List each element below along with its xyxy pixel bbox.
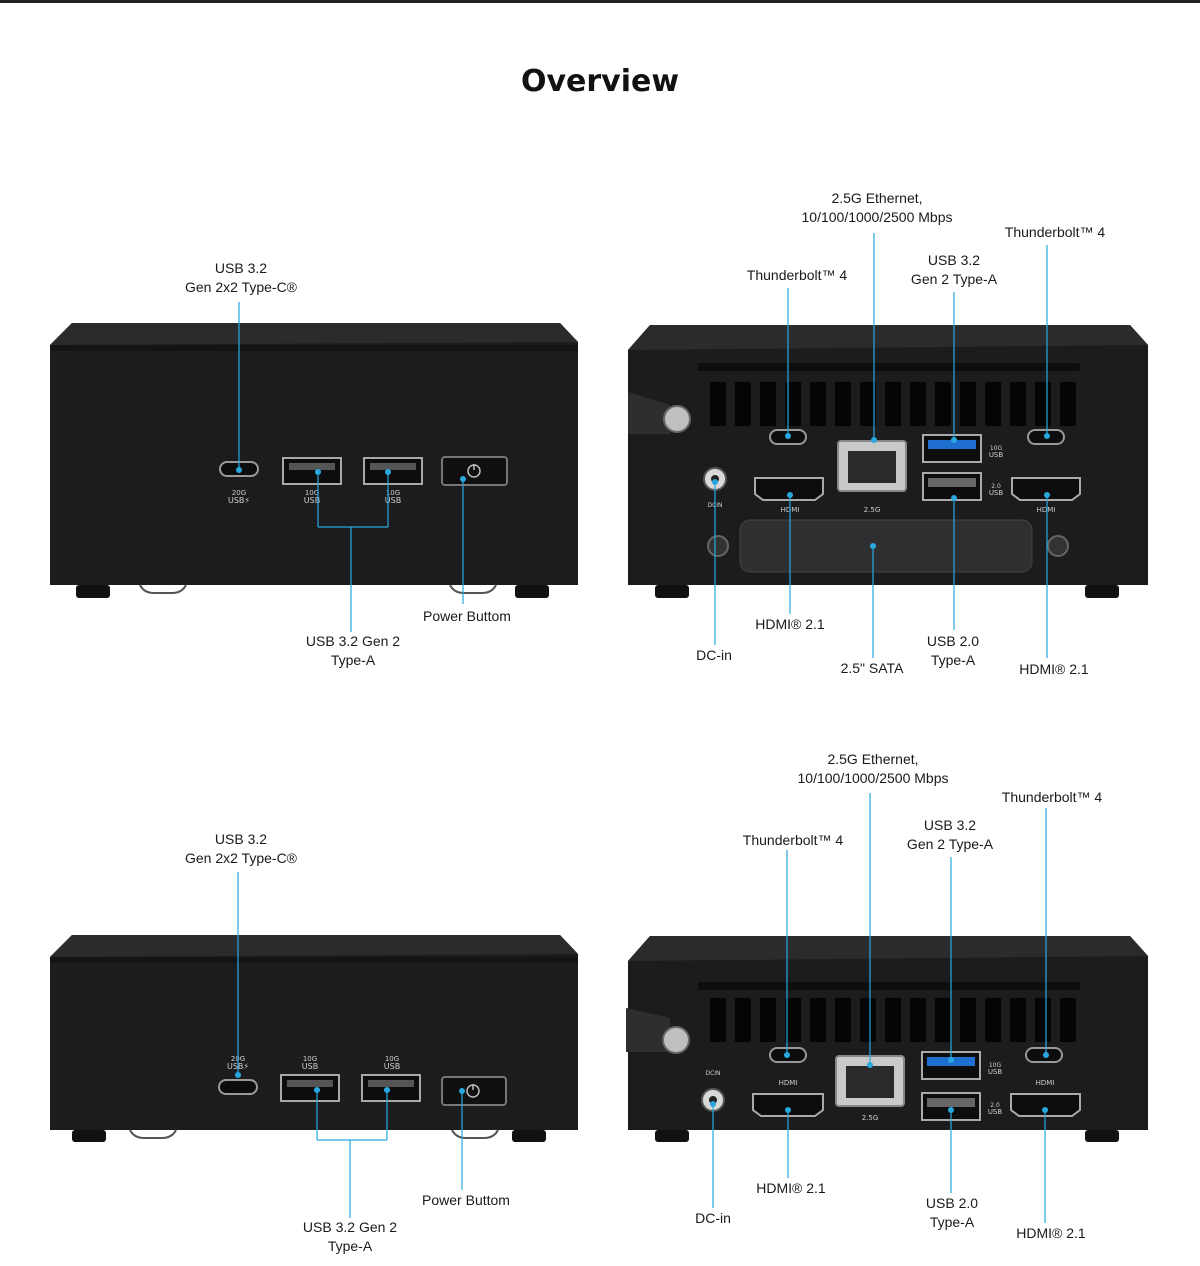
sata-cover [739,519,1033,573]
hdmi-port-right [1011,477,1081,501]
rear-view-1: 2.5G 10G USB 2.0 USB DCIN HDMI HDMI [600,0,1200,700]
rear-device-1-illustration: 2.5G 10G USB 2.0 USB DCIN HDMI HDMI [628,233,1148,658]
usb-a2-mark-top: 10G [386,489,400,497]
usb-a-port-2 [361,1074,421,1102]
label-ethernet: 2.5G Ethernet,10/100/1000/2500 Mbps [797,751,949,786]
usb-top-mark-2: USB [988,1068,1003,1076]
dcin-mark: DCIN [705,1070,720,1077]
label-hdmi-left: HDMI® 2.1 [756,1180,826,1196]
label-hdmi-right: HDMI® 2.1 [1019,661,1089,677]
screw [663,405,691,433]
usb-c-port [218,1079,258,1095]
hdmi-right-mark: HDMI [1036,1079,1055,1087]
power-button [441,456,508,486]
usb-c-mark-top: 20G [232,489,246,497]
label-thunderbolt-left: Thunderbolt™ 4 [742,832,844,848]
label-thunderbolt-right: Thunderbolt™ 4 [1004,224,1106,240]
rear-device-2-illustration: 2.5G 10G USB 2.0 USB DCIN HDMI HDMI [626,793,1148,1223]
usb-top-mark-1: 10G [990,445,1003,452]
usb-a2-mark-top: 10G [385,1055,399,1063]
lan-mark: 2.5G [864,506,881,514]
label-power: Power Buttom [422,1192,510,1208]
usb-a-port-1 [280,1074,340,1102]
usb-bottom-mark-2: USB [989,489,1004,497]
hdmi-right-mark: HDMI [1037,506,1056,514]
usb-a2-mark-bottom: USB [384,1062,400,1071]
hdmi-port-left [754,477,824,501]
usb-bottom-mark-1: 2.0 [991,483,1001,490]
label-dcin: DC-in [696,647,732,663]
page-title: Overview [520,64,680,99]
label-power: Power Buttom [423,608,511,624]
label-hdmi-left: HDMI® 2.1 [755,616,825,632]
usb-top-mark-1: 10G [989,1062,1002,1069]
usb-bottom-mark-2: USB [988,1108,1003,1116]
lan-mark: 2.5G [862,1114,879,1122]
usb-a-port-1 [282,457,342,485]
usb-a2-mark-bottom: USB [385,496,401,505]
hdmi-left-mark: HDMI [779,1079,798,1087]
hdmi-port-right [1010,1093,1081,1117]
usb-top-mark-2: USB [989,451,1004,459]
power-button [441,1076,507,1106]
front-device-2-illustration: 20G USB⚡ 10G USB 10G USB [50,872,578,1218]
usb-a1-mark-bottom: USB [302,1062,318,1071]
screw [662,1026,690,1054]
usb-a1-mark-top: 10G [303,1055,317,1063]
label-ethernet: 2.5G Ethernet,10/100/1000/2500 Mbps [801,190,953,225]
label-thunderbolt-right: Thunderbolt™ 4 [1001,789,1103,805]
rear-view-2: 2.5G 10G USB 2.0 USB DCIN HDMI HDMI [600,700,1200,1266]
usb-a1-mark-bottom: USB [304,496,320,505]
usb-a-port-2 [363,457,423,485]
usb-c-mark-bottom: USB⚡ [228,496,250,505]
label-dcin: DC-in [695,1210,731,1226]
top-rule [0,0,1200,3]
label-thunderbolt-left: Thunderbolt™ 4 [746,267,848,283]
usb-a1-mark-top: 10G [305,489,319,497]
hdmi-port-left [752,1093,824,1117]
label-hdmi-right: HDMI® 2.1 [1016,1225,1086,1241]
front-device-1-illustration: 20G USB⚡ 10G USB 10G USB [50,302,578,632]
usb-bottom-mark-1: 2.0 [990,1102,1000,1109]
label-sata: 2.5" SATA [840,660,904,676]
